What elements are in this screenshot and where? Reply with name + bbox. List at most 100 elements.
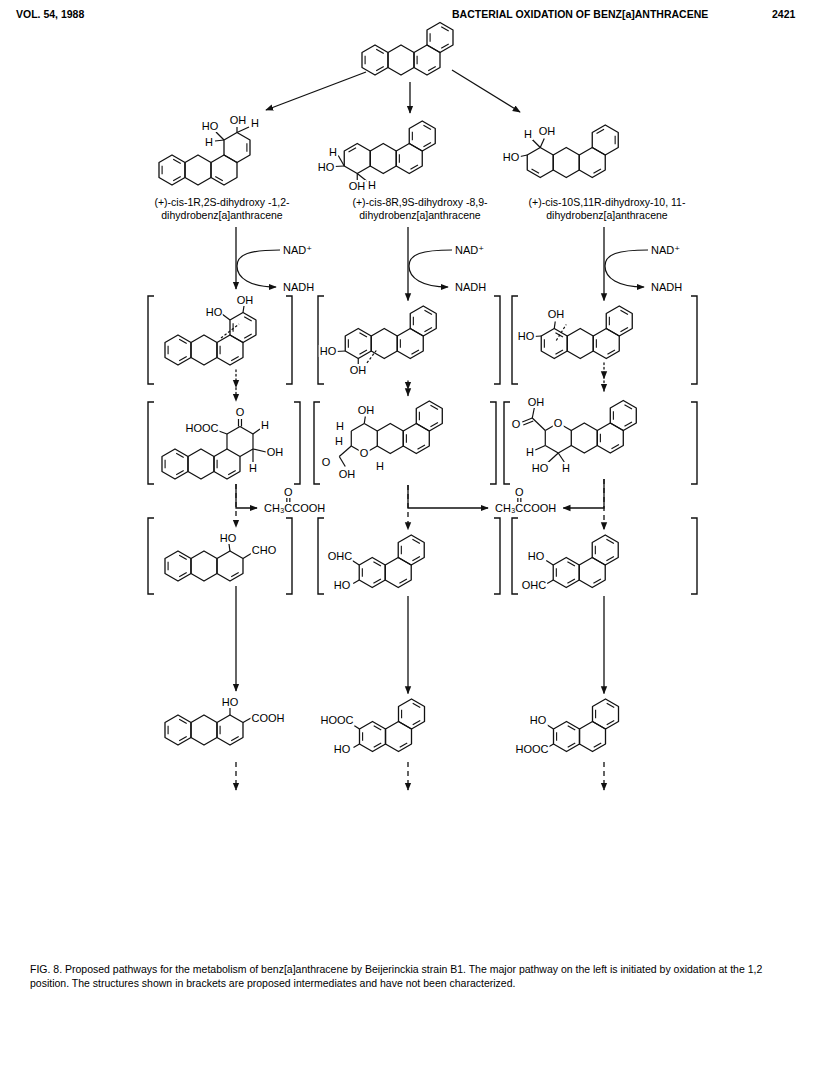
ring [553,147,579,177]
bond [520,155,527,157]
double-bond [373,725,381,729]
bond [241,419,242,427]
ring [230,313,256,343]
atom-label: HO [205,306,224,318]
double-bond [399,578,407,582]
byproduct-formula: OCH₃CCOOH [260,483,329,517]
atom-label: H [335,420,345,432]
ring [217,715,243,745]
atom-label: H [367,179,377,191]
double-bond [165,460,166,469]
compound-structure: HO OHC [518,532,621,595]
ring [571,423,597,453]
bracket [314,402,496,484]
double-bond [173,176,181,180]
bond [237,127,249,133]
double-bond [430,33,431,42]
reaction-arrow [603,596,604,694]
double-bond [231,736,239,740]
ring [410,306,436,336]
double-bond [624,422,632,426]
cofactor-curve [605,250,648,287]
bonds [339,401,442,467]
ring [553,557,579,587]
double-bond [595,545,596,554]
atom-label: H [260,419,270,431]
double-bond [179,719,187,723]
double-bond [179,555,187,559]
double-bond [413,316,414,325]
ring [610,401,636,431]
ring [188,449,214,479]
atom-label: H [328,146,338,158]
ring [359,721,385,751]
atom-label: OH [547,308,566,320]
compound-structure: HHOOHH(+)-cis-8R,9S-dihydroxy -8,9-dihyd… [314,118,514,226]
dashed-arrow [407,762,408,790]
bond [353,744,359,748]
double-bond [168,562,169,571]
ring [370,143,396,173]
structure-drawing [159,403,288,482]
double-bond [412,539,420,543]
bond [558,453,564,462]
double-bond [399,154,400,163]
double-bond [556,732,557,741]
atom-label: HOOC [515,743,550,755]
bond [215,140,224,141]
bonds [165,306,256,365]
atom-label: OHC [521,579,547,591]
atom-label: OH [236,294,255,306]
reaction-arrow [235,484,236,527]
cofactor-curve [237,250,280,287]
double-bond [376,49,384,53]
compound-structure: OHCHO [324,532,427,595]
bond [229,708,230,715]
compound-structure: OHHO [514,303,635,362]
double-bond [359,349,367,353]
double-bond [428,66,436,70]
bond [240,427,253,435]
reaction-arrow [235,227,236,289]
reaction-arrow [603,227,604,301]
bond [364,423,377,431]
double-bond [567,725,575,729]
reaction-arrow [563,479,604,508]
dashed-arrow [235,762,236,790]
bracket [504,402,697,484]
ring [214,449,240,479]
bond [229,544,230,551]
double-bond [228,470,236,474]
bonds [352,699,424,752]
double-bond [417,444,425,448]
atom-label: HO [319,345,338,357]
cofactor-curve [409,250,452,287]
reaction-arrow [407,596,408,694]
reaction-arrow [235,586,236,691]
double-bond [373,578,381,582]
double-bond [606,556,614,560]
bond [338,155,344,166]
double-bond [168,726,169,735]
bond [554,321,555,328]
double-bond [217,460,218,469]
compound-structure: HOOCHO [317,696,427,759]
ring [165,335,191,365]
bond [227,427,240,435]
double-bond [596,339,597,348]
atom-label: H [334,435,344,447]
bonds [336,306,436,367]
double-bond [220,346,221,355]
bond [243,306,244,313]
ring [162,449,188,479]
ring [165,551,191,581]
atom-label: HO [527,550,546,562]
cofactor-label: NADH [283,281,314,294]
atom-label: H [250,117,260,129]
further-metabolism-arrows [236,762,604,790]
cofactor-label: NAD⁺ [651,244,680,257]
bonds [520,125,618,178]
atom-label: OH [338,468,357,480]
bond [336,350,345,352]
